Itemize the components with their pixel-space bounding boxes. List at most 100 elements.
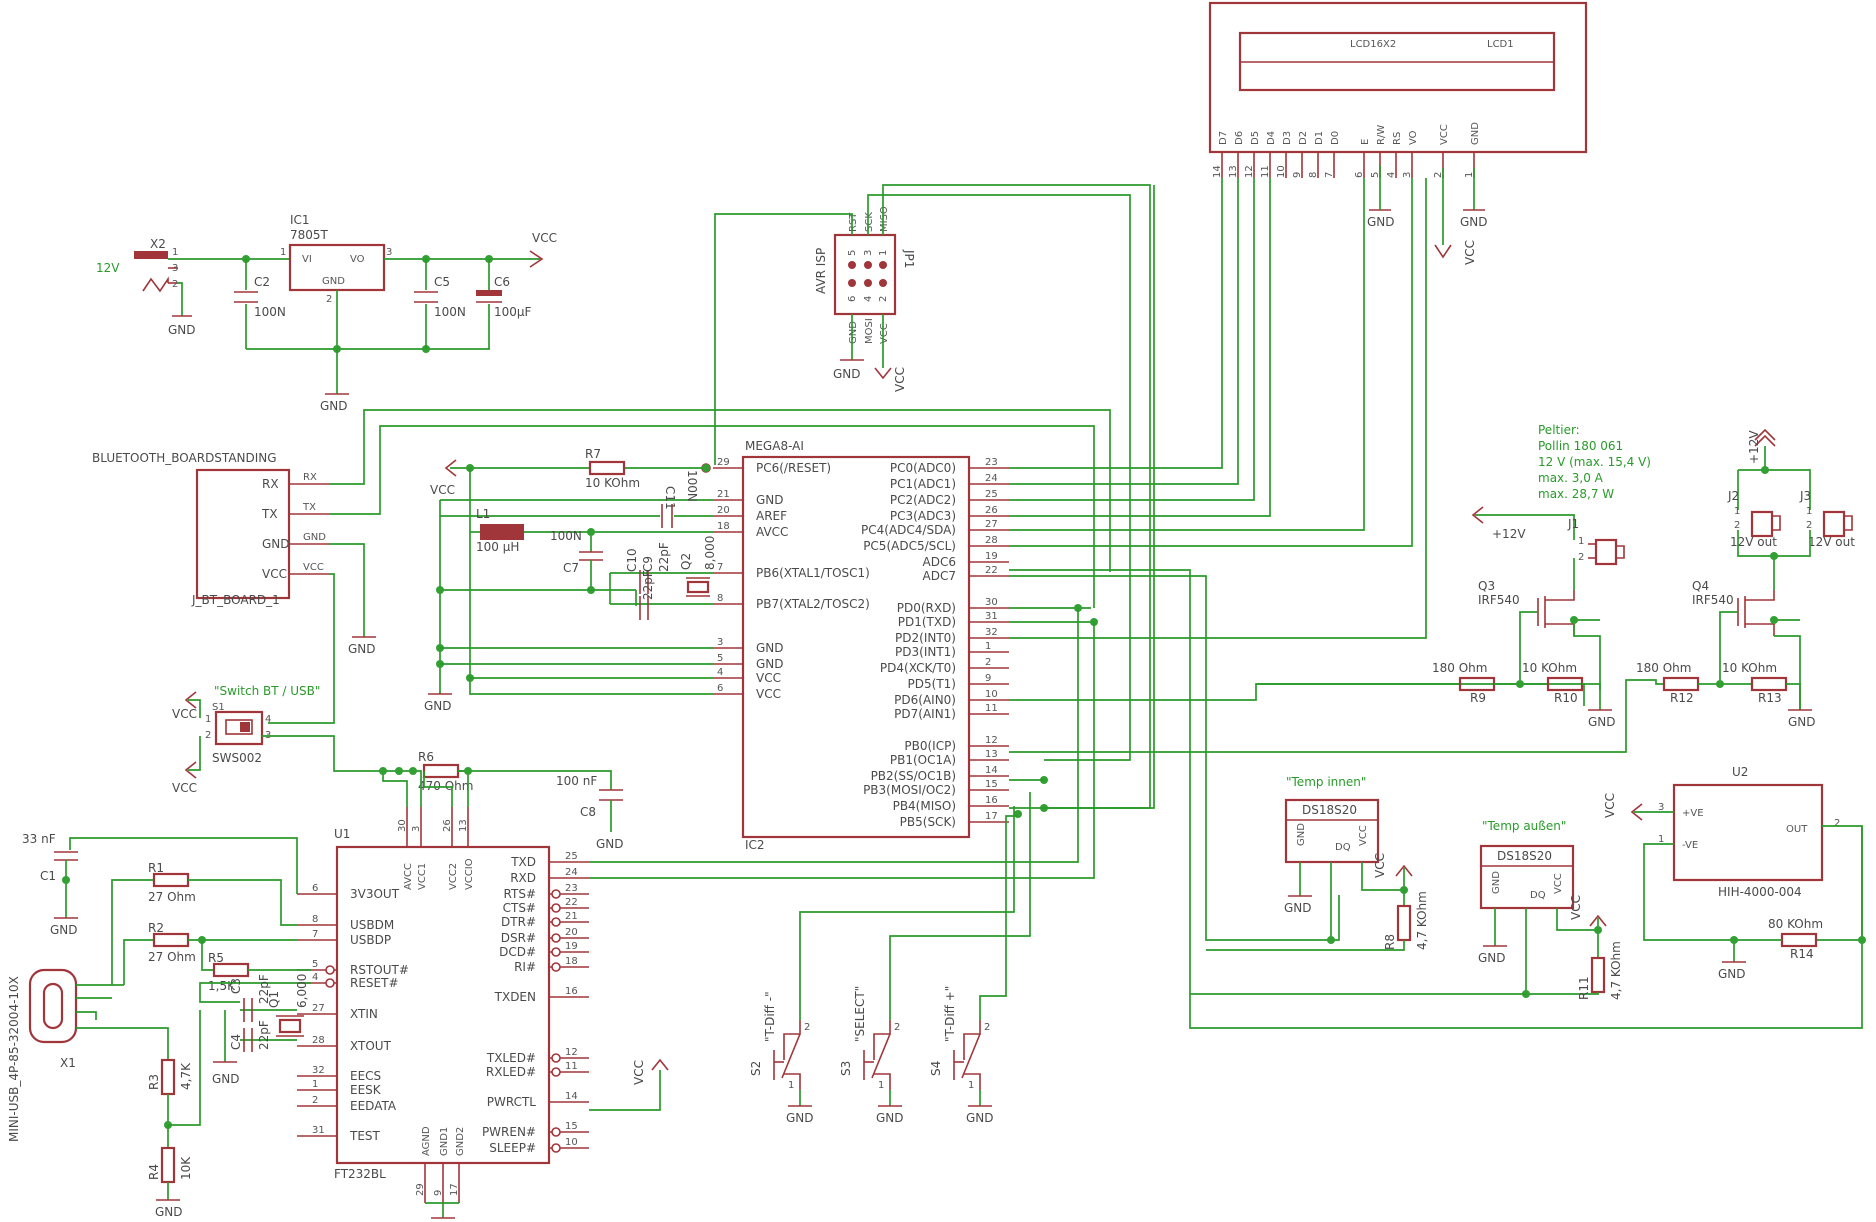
lcd-pin-num: 1 [1464,172,1475,178]
svg-text:GND: GND [1296,823,1307,846]
r5-ref: R5 [208,951,224,965]
peltier-note: max. 3,0 A [1538,471,1604,485]
mcu-right-pin-num: 23 [985,457,998,468]
vcc-label-sensor1: VCC [1373,853,1387,878]
bt-net-tx: TX [302,502,316,513]
ftdi-left-pin-num: 27 [312,1003,325,1014]
c8-ref: C8 [580,805,596,819]
mcu-right-pin-name: PB5(SCK) [900,815,956,829]
r3-value: 4,7K [179,1062,193,1090]
lcd-pin-d5: D5 [1250,131,1261,145]
svg-text:1: 1 [968,1080,974,1091]
mcu-right-pin-num: 22 [985,565,998,576]
q1-value: 6,000 [295,974,309,1008]
button-contact-top [873,1020,891,1060]
ic1-pin-vo: VO [350,254,365,265]
ftdi-left-pin-name: TEST [349,1129,381,1143]
sensor-inner [1284,798,1380,864]
vcc-label-ic1: VCC [532,231,557,245]
button-ref[interactable]: S2 [749,1061,763,1076]
isp-outline [833,233,897,316]
lcd-pin-num: 2 [1433,172,1444,178]
button-contact-top [963,1020,981,1060]
lcd-pin-vcc: VCC [1439,124,1450,145]
mcu-right-pin-num: 13 [985,749,998,760]
mcu-left-pin-name: AVCC [756,525,788,539]
j1-ref: J1 [1567,517,1579,531]
mcu-right-pin-name: PC2(ADC2) [890,493,956,507]
mcu-right-pin-num: 11 [985,703,998,714]
ftdi-right-pin-num: 12 [565,1047,578,1058]
ftdi-top-pin-num: 3 [411,826,422,832]
lcd-pin-num: 9 [1292,172,1303,178]
r14-value: 80 KOhm [1768,917,1823,931]
c11-ref: C11 [663,486,677,510]
peltier-note: max. 28,7 W [1538,487,1614,501]
j3-label: 12V out [1808,535,1855,549]
isp-top-num: 3 [863,250,874,256]
c6-ref: C6 [494,275,510,289]
mcu-right-pin-name: PD1(TXD) [898,615,956,629]
ftdi-left-pin-num: 6 [312,883,318,894]
ftdi-right-pin-name: RXLED# [486,1065,536,1079]
vcc-label-mcu: VCC [430,483,455,497]
ic1-value: 7805T [290,228,329,242]
temp-sensors: "Temp innen" DS18S20 GND DQ VCC GND VCC … [1190,775,1623,1000]
ftdi-right-pin-name: RI# [514,960,536,974]
mcu-name: MEGA8-AI [745,439,804,453]
ftdi-left-pin-name: EEDATA [350,1099,397,1113]
sensor-outer-type: DS18S20 [1497,849,1552,863]
lcd-pin-num: 6 [1354,172,1365,178]
r8-ref: R8 [1383,934,1397,950]
c3-value: 22pF [257,974,271,1004]
button-label: "T-Diff -" [763,991,777,1042]
gnd-label-lcd: GND [1460,215,1488,229]
ic1-pin2-num: 2 [326,294,332,305]
ftdi-right-pin-name: DTR# [501,915,536,929]
button-contact-bottom [964,1073,981,1090]
mcu-left-pin-name: PC6(/RESET) [756,461,831,475]
gnd-label-r10: GND [1588,715,1616,729]
gnd-label-isp: GND [833,367,861,381]
vcc-label-u2: VCC [1603,793,1617,818]
mcu-left-pin-name: AREF [756,509,787,523]
button-ref[interactable]: S3 [839,1061,853,1076]
mcu-right-pin-name: PD7(AIN1) [894,707,956,721]
lcd-pin-num: 4 [1386,172,1397,178]
button-ref[interactable]: S4 [929,1061,943,1076]
v12-label-j1: +12V [1492,527,1526,541]
lcd-pin-vo: VO [1408,130,1419,145]
mcu-right-pin-name: PB3(MOSI/OC2) [863,783,956,797]
r3-ref: R3 [147,1074,161,1090]
ftdi-right-pin-num: 11 [565,1061,578,1072]
svg-text:GND: GND [1491,871,1502,894]
c1-value: 33 nF [22,832,56,846]
button-contact-bottom [784,1073,801,1090]
lcd-pin-num: 13 [1228,165,1239,178]
gnd-label-bt: GND [348,642,376,656]
mcu-left-pin-name: GND [756,641,784,655]
l1-value: 100 µH [476,540,519,554]
ftdi-right-pin-name: RXD [510,871,536,885]
gnd-label-xtal: GND [212,1072,240,1086]
ftdi-right-pin-num: 16 [565,986,578,997]
mcu-right-pin-num: 32 [985,627,998,638]
ftdi-right-pin-name: RTS# [504,887,536,901]
ftdi-right-pin-num: 22 [565,897,578,908]
svg-text:4: 4 [265,714,271,725]
lcd-pin-num: 12 [1244,165,1255,178]
c5-value: 100N [434,305,466,319]
ftdi-right-pin-name: TXDEN [494,990,536,1004]
mcu-right-pin-num: 14 [985,765,998,776]
mcu-left-pin-num: 29 [717,457,730,468]
mcu-left-pin-num: 21 [717,489,730,500]
ftdi-left-pin-num: 7 [312,929,318,940]
svg-text:DQ: DQ [1335,842,1351,853]
lcd-pin-num: 8 [1308,172,1319,178]
ftdi-top-pin-name: VCC1 [417,863,428,890]
ftdi-top-pin-name: VCCIO [464,858,475,890]
r6-value: 470 Ohm [418,779,473,793]
gnd-label-ic1: GND [320,399,348,413]
svg-text:1: 1 [788,1080,794,1091]
